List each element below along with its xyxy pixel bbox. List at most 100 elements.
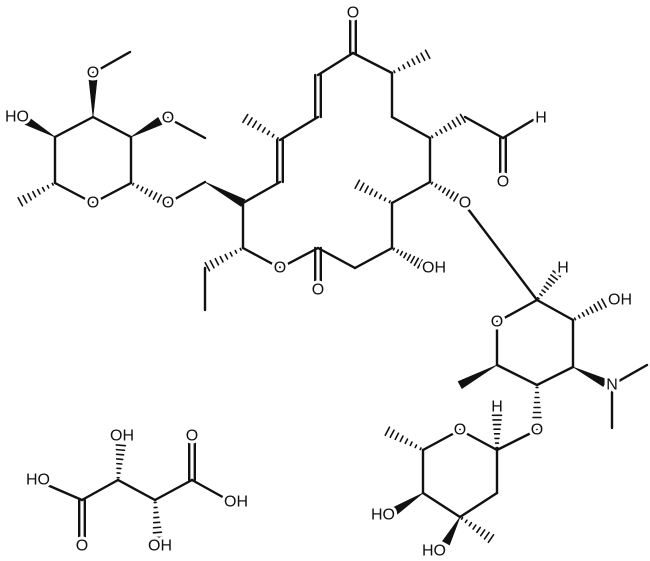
hashed-bond bbox=[156, 194, 163, 203]
aldehyde-oxygen-label: O bbox=[497, 174, 509, 191]
hashed-bond bbox=[460, 516, 464, 520]
hashed-bond bbox=[581, 311, 586, 317]
single-bond bbox=[463, 203, 539, 302]
hashed-bond bbox=[600, 298, 607, 308]
tartrate-hydroxyl-label: OH bbox=[110, 428, 134, 445]
hashed-bond bbox=[396, 249, 400, 254]
hashed-bond bbox=[115, 448, 126, 452]
hashed-bond bbox=[468, 521, 473, 527]
wedge-bond bbox=[24, 117, 56, 138]
hashed-bond bbox=[214, 257, 220, 266]
hashed-bond bbox=[434, 183, 438, 188]
single-bond bbox=[353, 246, 394, 270]
hashed-bond bbox=[368, 188, 374, 196]
hashed-bond bbox=[393, 70, 396, 74]
hashed-bond bbox=[359, 182, 365, 192]
single-bond bbox=[91, 50, 132, 75]
hashed-bond bbox=[409, 441, 413, 447]
hashed-bond bbox=[430, 181, 434, 185]
hashed-bond bbox=[476, 526, 482, 534]
single-bond bbox=[91, 181, 133, 205]
hashed-bond bbox=[378, 194, 383, 200]
hashed-bond bbox=[464, 519, 468, 524]
hashed-bond bbox=[144, 188, 149, 195]
hashed-bond bbox=[415, 55, 421, 64]
single-bond bbox=[43, 482, 84, 502]
glycosidic-oxygen-label: O bbox=[459, 195, 471, 212]
wedge-bond bbox=[88, 79, 98, 118]
hashed-bond bbox=[447, 122, 453, 130]
single-bond bbox=[495, 298, 539, 324]
hashed-bond bbox=[234, 249, 238, 254]
wedge-bond bbox=[392, 492, 424, 515]
single-bond bbox=[278, 246, 320, 270]
single-bond bbox=[495, 363, 539, 387]
ketone-oxygen-label: O bbox=[347, 5, 359, 22]
single-bond bbox=[458, 491, 499, 519]
hashed-bond bbox=[430, 135, 434, 139]
hashed-bond bbox=[445, 189, 451, 197]
single-bond bbox=[535, 298, 575, 322]
anomeric-hydrogen-label: H bbox=[491, 399, 503, 416]
hashed-bond bbox=[242, 113, 249, 124]
single-bond bbox=[495, 428, 539, 452]
mycarose-hydroxyl-label: HO bbox=[371, 507, 395, 524]
tartrate-carbonyl-oxygen-label: O bbox=[76, 538, 88, 555]
hashed-bond bbox=[364, 185, 370, 194]
single-bond bbox=[53, 115, 95, 139]
hashed-bond bbox=[209, 259, 215, 269]
hashed-bond bbox=[479, 529, 486, 537]
hashed-bond bbox=[543, 285, 549, 291]
tartrate-carbonyl-oxygen-label: O bbox=[186, 428, 198, 445]
hashed-bond bbox=[399, 435, 404, 443]
hashed-bond bbox=[51, 182, 54, 186]
single-bond bbox=[421, 428, 462, 452]
single-bond bbox=[153, 478, 194, 502]
atom-labels: O H O HO O O O O O O OH O H OH O N O H O… bbox=[2, 2, 635, 561]
hashed-bond bbox=[399, 250, 404, 256]
single-bond bbox=[53, 181, 95, 205]
mycarose-ring-oxygen-label: O bbox=[454, 422, 466, 439]
glycosidic-oxygen-label: O bbox=[531, 422, 543, 439]
hashed-bond bbox=[545, 281, 552, 287]
single-bond bbox=[351, 51, 394, 75]
wedge-bond bbox=[130, 117, 163, 138]
hashed-bond bbox=[589, 306, 594, 314]
hashed-bond bbox=[585, 309, 590, 316]
hashed-bond bbox=[455, 116, 462, 126]
hashed-bond bbox=[438, 185, 442, 191]
hashed-bond bbox=[256, 123, 262, 131]
hashed-bond bbox=[541, 289, 546, 294]
single-bond bbox=[501, 118, 535, 140]
hashed-bond bbox=[219, 255, 224, 263]
hashed-bond bbox=[115, 444, 127, 447]
single-bond bbox=[80, 478, 120, 502]
mycaminose-ring-oxygen-label: O bbox=[491, 314, 503, 331]
hashed-bond bbox=[224, 253, 229, 260]
single-bond bbox=[316, 246, 357, 270]
hashed-bond bbox=[552, 270, 562, 278]
hashed-bond bbox=[131, 182, 135, 186]
hashed-bond bbox=[397, 67, 401, 72]
hashed-bond bbox=[152, 531, 163, 534]
hashed-bond bbox=[392, 247, 396, 251]
single-bond bbox=[421, 491, 462, 519]
single-bond bbox=[610, 363, 649, 387]
hashed-bond bbox=[27, 192, 33, 201]
hashed-bond bbox=[384, 426, 391, 437]
anomeric-hydrogen-label: H bbox=[557, 260, 569, 277]
hashed-bond bbox=[451, 119, 457, 128]
single-bond bbox=[390, 115, 432, 140]
hashed-bond bbox=[424, 49, 431, 60]
hashed-bond bbox=[456, 195, 464, 205]
hashed-bond bbox=[487, 534, 495, 544]
hashed-bond bbox=[266, 130, 271, 136]
single-bond bbox=[116, 478, 157, 502]
hashed-bond bbox=[239, 247, 242, 251]
hashed-bond bbox=[394, 432, 400, 441]
hashed-bond bbox=[435, 132, 439, 137]
hashed-bond bbox=[483, 531, 490, 540]
hashed-bond bbox=[403, 252, 408, 259]
hashed-bond bbox=[443, 125, 448, 132]
hashed-bond bbox=[577, 314, 581, 319]
